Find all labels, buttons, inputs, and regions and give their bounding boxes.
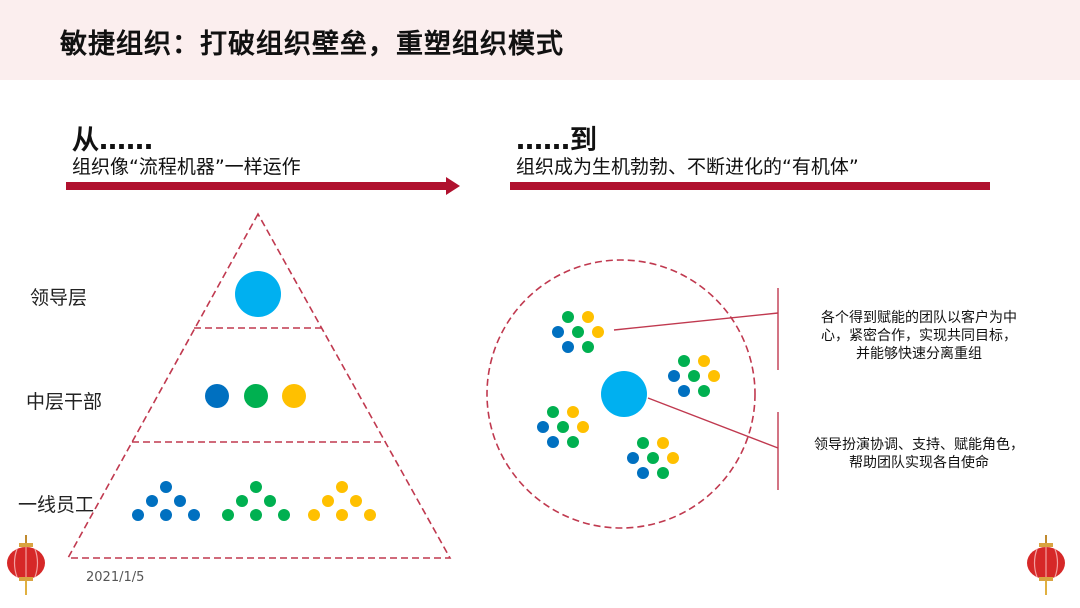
note-leader-line: 领导扮演协调、支持、赋能角色，: [814, 437, 1024, 453]
team-cluster: [552, 311, 604, 353]
leader-circle: [235, 271, 281, 317]
layer-label-frontline-staff: 一线员工: [18, 494, 95, 516]
pyramid: [66, 212, 452, 559]
organism-leader-circle: [601, 371, 647, 417]
right-bar: [510, 182, 990, 190]
right-subheading: 组织成为生机勃勃、不断进化的“有机体”: [516, 156, 859, 178]
team-cluster: [668, 355, 720, 397]
note-teams: 各个得到赋能的团队以客户为中 心，紧密合作，实现共同目标， 并能够快速分离重组: [794, 309, 1044, 363]
note-leader: 领导扮演协调、支持、赋能角色， 帮助团队实现各自使命: [794, 436, 1044, 472]
lantern-icon: [7, 535, 45, 595]
note-teams-line: 并能够快速分离重组: [856, 346, 982, 362]
left-arrow: [66, 177, 460, 195]
frontline-dots-green: [222, 481, 290, 521]
slide-date: 2021/1/5: [86, 570, 145, 585]
note-leader-line: 帮助团队实现各自使命: [849, 455, 989, 471]
note-teams-line: 各个得到赋能的团队以客户为中: [821, 310, 1017, 326]
layer-label-middle-management: 中层干部: [26, 391, 103, 413]
right-heading: ……到: [516, 125, 597, 156]
title-bar: [0, 0, 1080, 80]
middle-manager-dots: [205, 384, 306, 408]
frontline-dots-yellow: [308, 481, 376, 521]
callout-lines: [613, 288, 779, 490]
team-cluster: [627, 437, 679, 479]
note-teams-line: 心，紧密合作，实现共同目标，: [821, 328, 1017, 344]
team-cluster: [537, 406, 589, 448]
lantern-icon: [1027, 535, 1065, 595]
slide-title: 敏捷组织：打破组织壁垒，重塑组织模式: [60, 29, 564, 60]
left-subheading: 组织像“流程机器”一样运作: [72, 156, 301, 178]
layer-label-leadership: 领导层: [30, 287, 88, 309]
left-heading: 从……: [72, 125, 153, 156]
frontline-dots-blue: [132, 481, 200, 521]
organism-circle: [486, 259, 756, 529]
